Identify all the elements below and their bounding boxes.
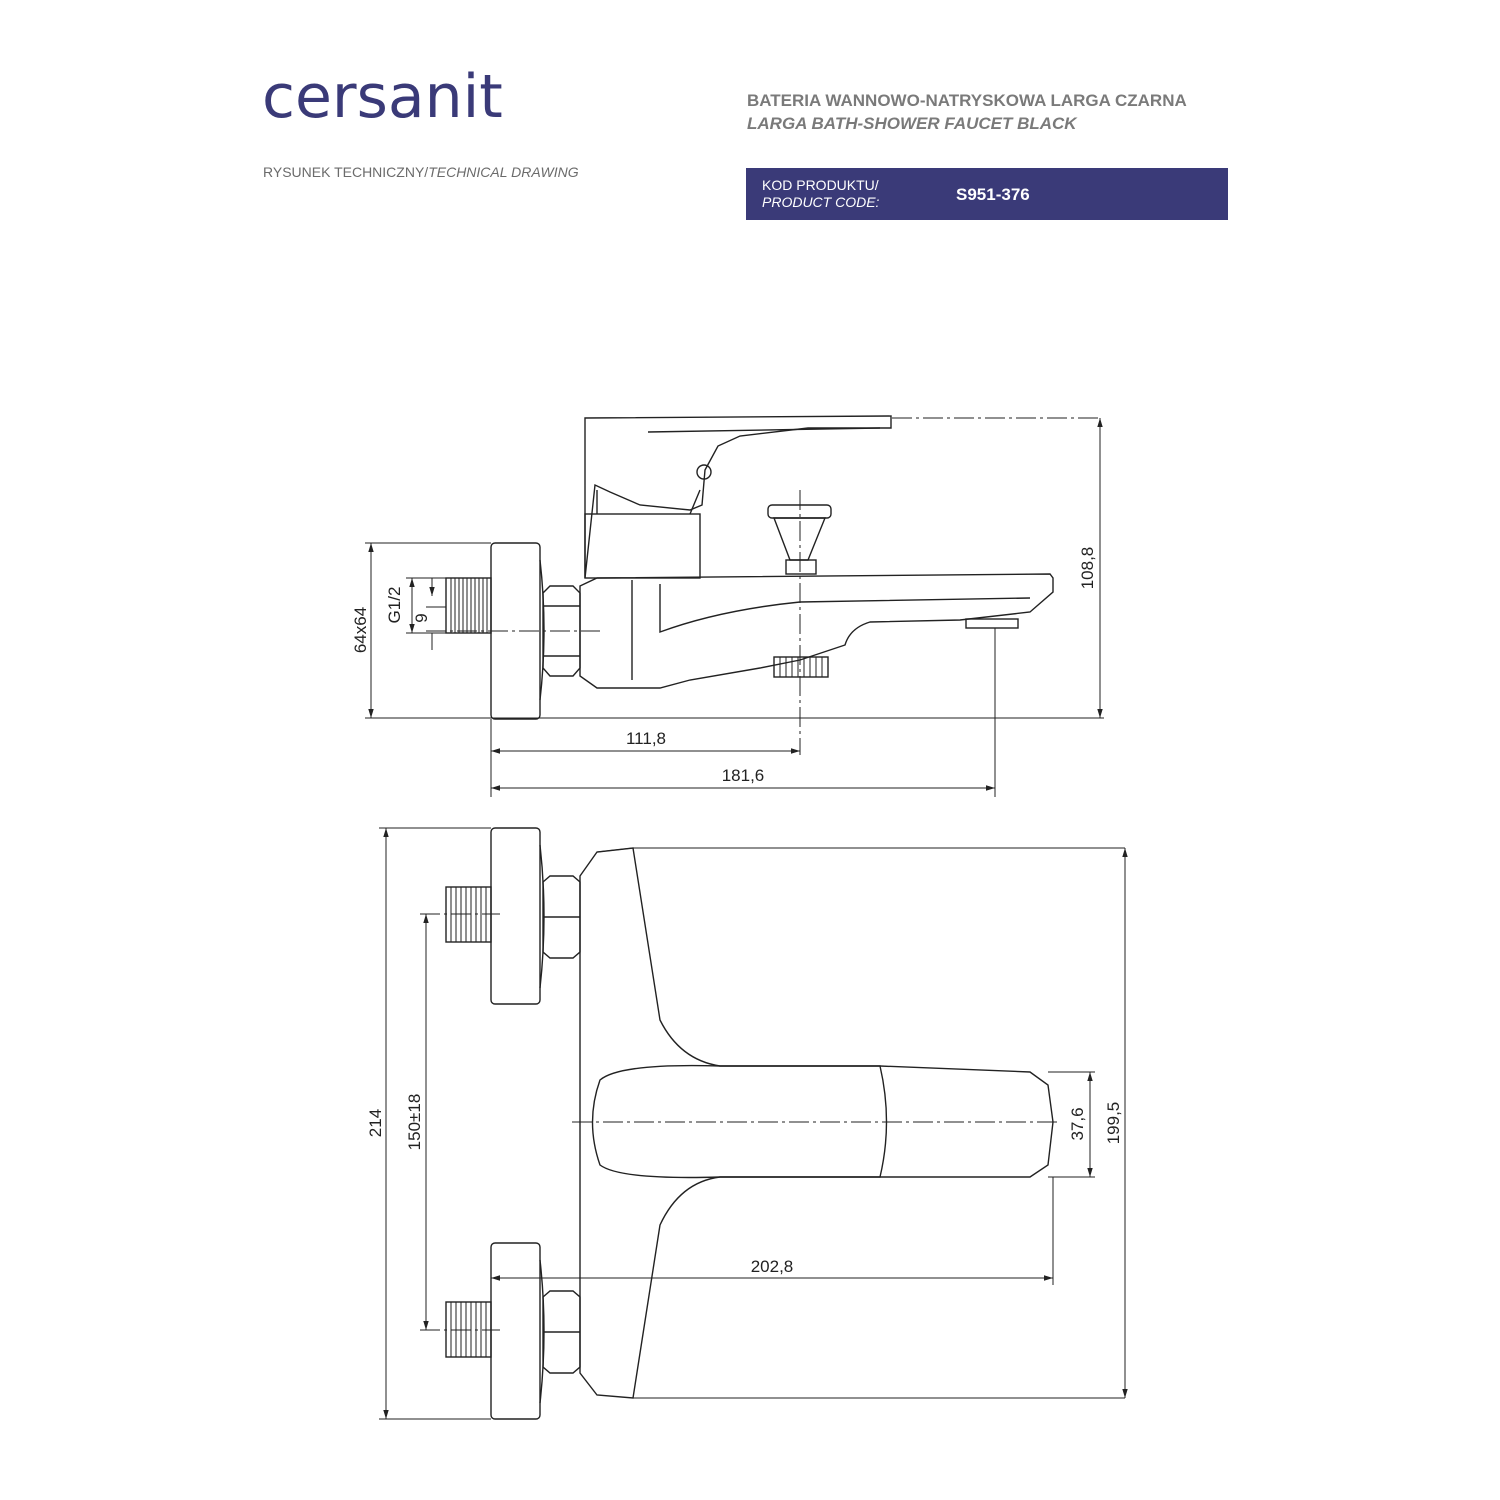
product-code-label: KOD PRODUKTU/ PRODUCT CODE:: [762, 177, 879, 211]
dim-handle-length: 202,8: [751, 1257, 794, 1276]
top-dimensions: [379, 827, 1128, 1420]
shower-outlet: [773, 656, 829, 678]
code-label-en: PRODUCT CODE:: [762, 194, 880, 210]
top-body: [579, 847, 1054, 1399]
code-label-pl: KOD PRODUKTU/: [762, 177, 879, 193]
dim-thread-len: 9: [412, 613, 431, 622]
top-handle: [591, 1064, 888, 1179]
top-view: [420, 827, 1125, 1420]
flange-curve: [539, 559, 545, 701]
dim-spout-reach: 181,6: [722, 766, 765, 785]
product-title-pl: BATERIA WANNOWO-NATRYSKOWA LARGA CZARNA: [747, 91, 1187, 110]
cartridge-housing: [584, 513, 701, 579]
dim-spout-axis: 111,8: [626, 729, 666, 748]
dim-spacing: 150±18: [405, 1094, 424, 1151]
faucet-body: [579, 573, 1054, 689]
cersanit-logo: cersanit: [262, 62, 503, 132]
lever-handle: [584, 415, 892, 579]
side-dimensions: [365, 418, 1104, 797]
product-title-en: LARGA BATH-SHOWER FAUCET BLACK: [747, 114, 1077, 133]
subtitle-en: TECHNICAL DRAWING: [428, 164, 579, 180]
pipe-threads: [450, 578, 488, 633]
dim-flange: 64x64: [351, 607, 370, 653]
product-code-bar: KOD PRODUKTU/ PRODUCT CODE: S951-376: [746, 168, 1228, 220]
dim-depth: 199,5: [1104, 1102, 1123, 1145]
side-view: [426, 415, 1100, 755]
upper-flange: [490, 827, 541, 1005]
lever-screw: [696, 464, 712, 480]
subtitle-pl: RYSUNEK TECHNICZNY/: [263, 164, 429, 180]
product-code-value: S951-376: [956, 185, 1030, 204]
dim-overall-width: 214: [366, 1109, 385, 1137]
dim-height-total: 108,8: [1078, 547, 1097, 590]
dim-thread: G1/2: [385, 587, 404, 624]
dim-handle-width: 37,6: [1068, 1107, 1087, 1140]
diverter-stem: [785, 559, 817, 575]
spout-aerator: [965, 618, 1019, 629]
lower-flange: [490, 1242, 541, 1420]
threaded-pipe: [445, 577, 492, 634]
drawing-subtitle: RYSUNEK TECHNICZNY/TECHNICAL DRAWING: [263, 164, 579, 180]
